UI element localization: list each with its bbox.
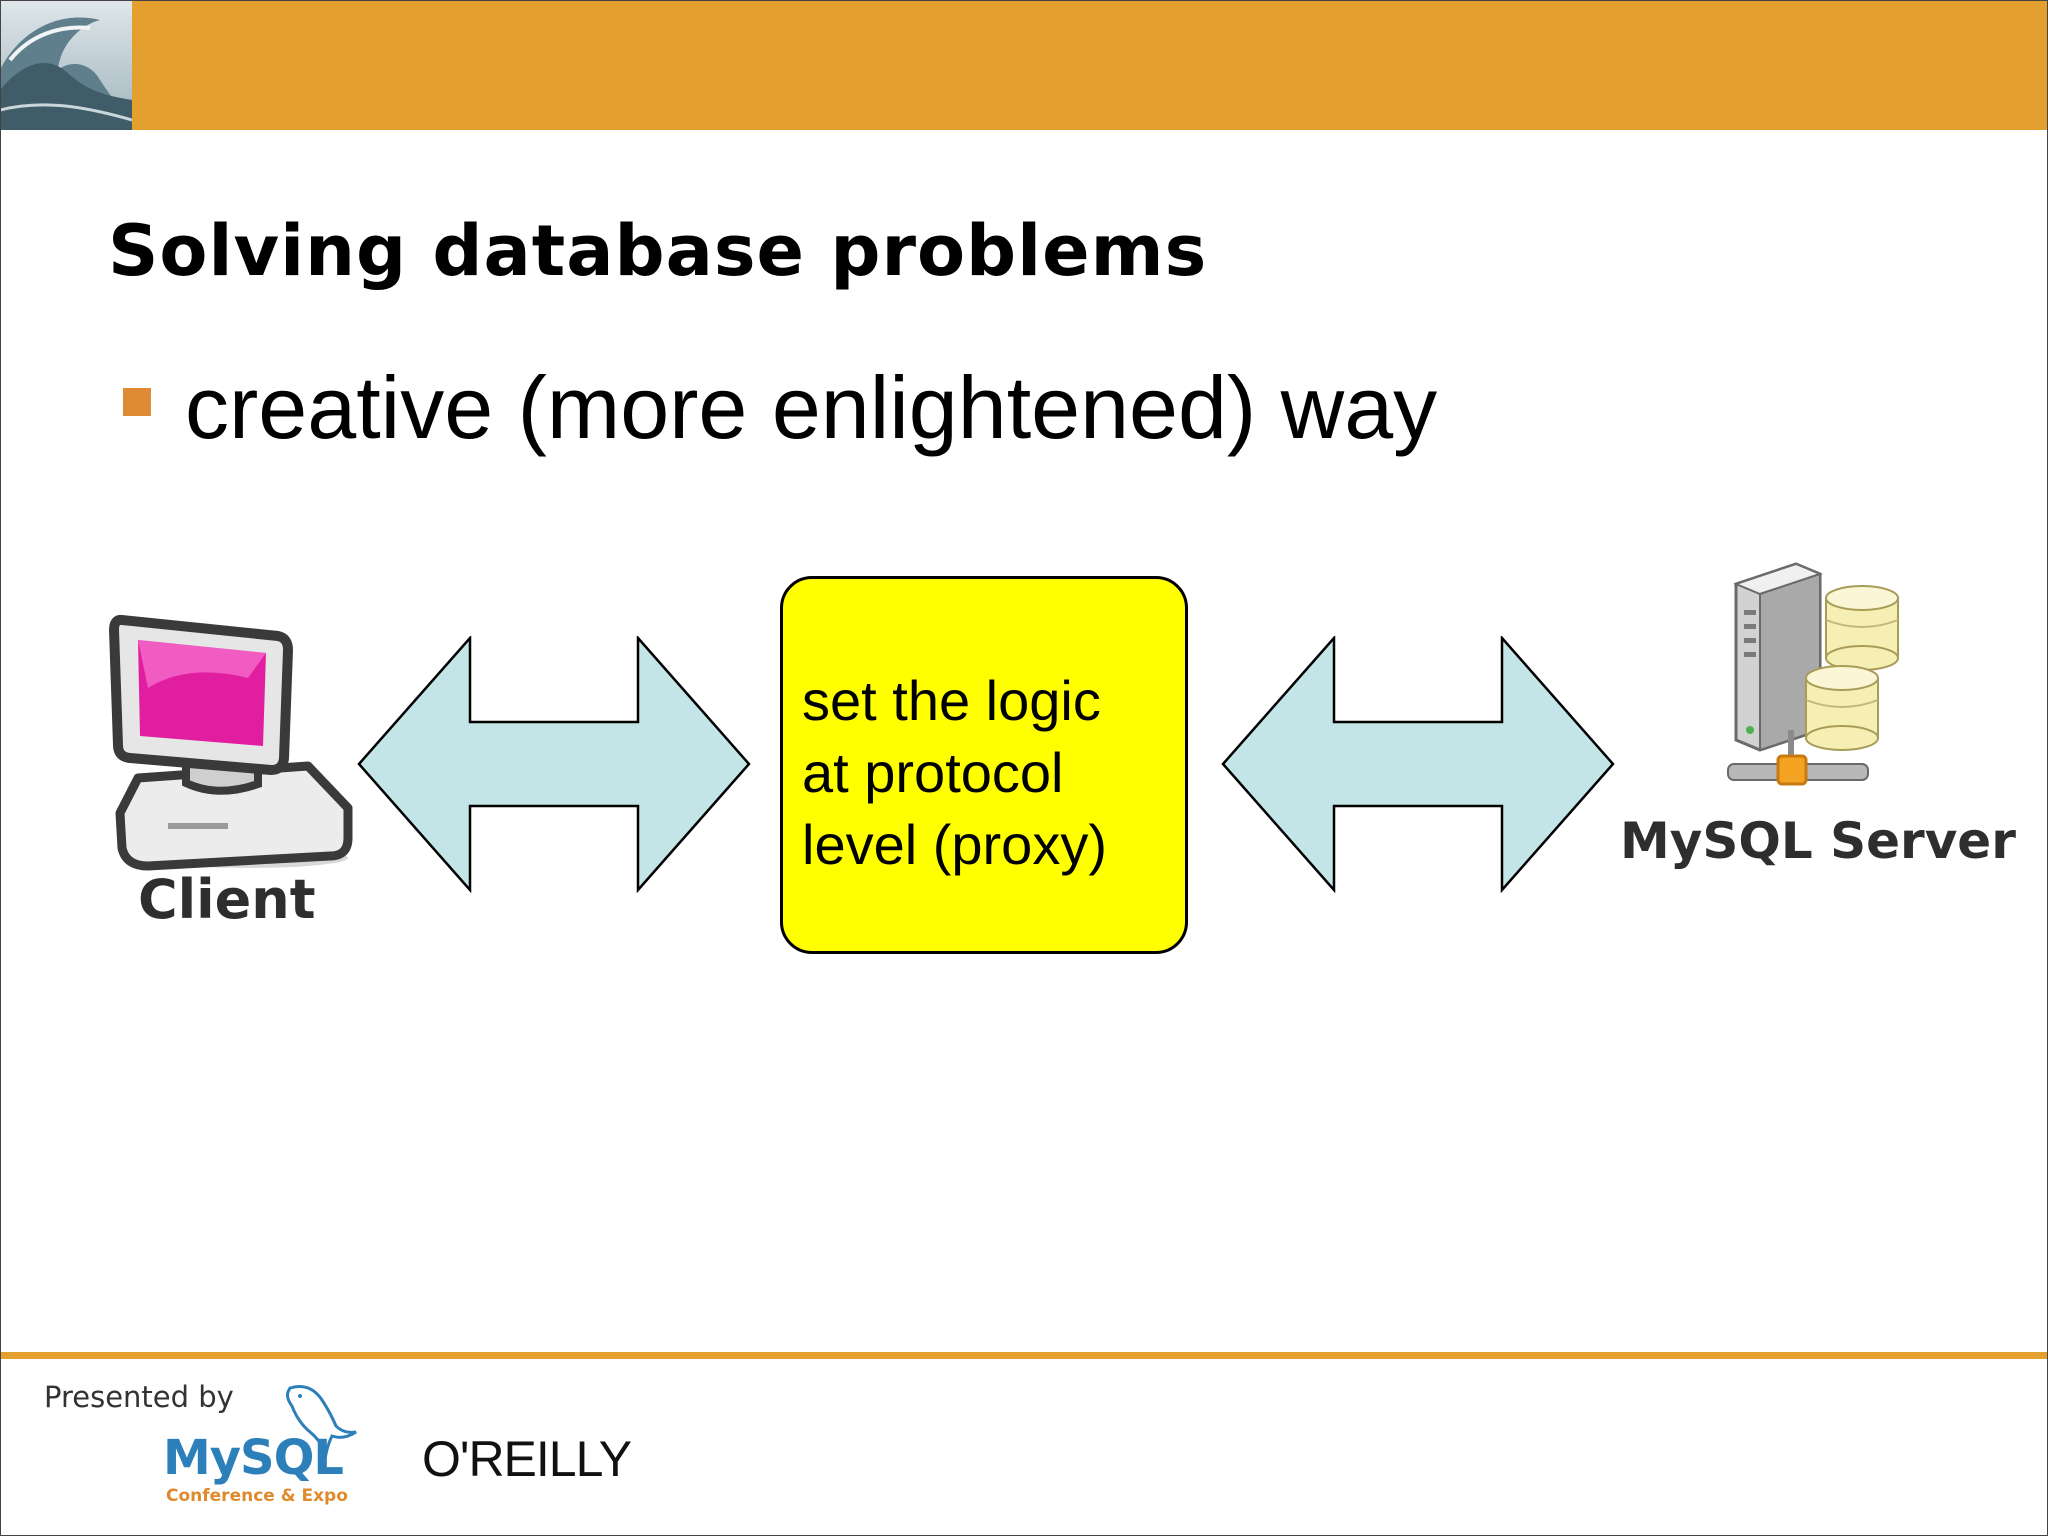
proxy-box: set the logic at protocol level (proxy) xyxy=(780,576,1188,954)
bullet-marker xyxy=(123,388,151,416)
server-label: MySQL Server xyxy=(1620,812,2016,870)
oreilly-logo-text: O'REILLY xyxy=(422,1431,632,1487)
proxy-text-line: set the logic xyxy=(802,669,1101,732)
mysql-logo-text: MySQL xyxy=(163,1430,344,1486)
desktop-computer-icon xyxy=(108,608,358,878)
header-bar xyxy=(0,0,2048,130)
proxy-text-line: level (proxy) xyxy=(802,813,1107,876)
mysql-tagline: Conference & Expo xyxy=(166,1486,348,1506)
footer-divider xyxy=(0,1352,2048,1359)
proxy-text-line: at protocol xyxy=(802,741,1064,804)
slide-title: Solving database problems xyxy=(108,210,1208,292)
bullet-text: creative (more enlightened) way xyxy=(185,358,1438,457)
bidirectional-arrow-client-proxy xyxy=(356,634,752,896)
database-server-icon xyxy=(1700,560,1910,810)
presented-by-label: Presented by xyxy=(44,1380,234,1414)
dolphin-icon xyxy=(160,1382,370,1512)
wave-logo-icon xyxy=(0,0,132,130)
client-label: Client xyxy=(138,868,316,931)
bidirectional-arrow-proxy-server xyxy=(1220,634,1616,896)
